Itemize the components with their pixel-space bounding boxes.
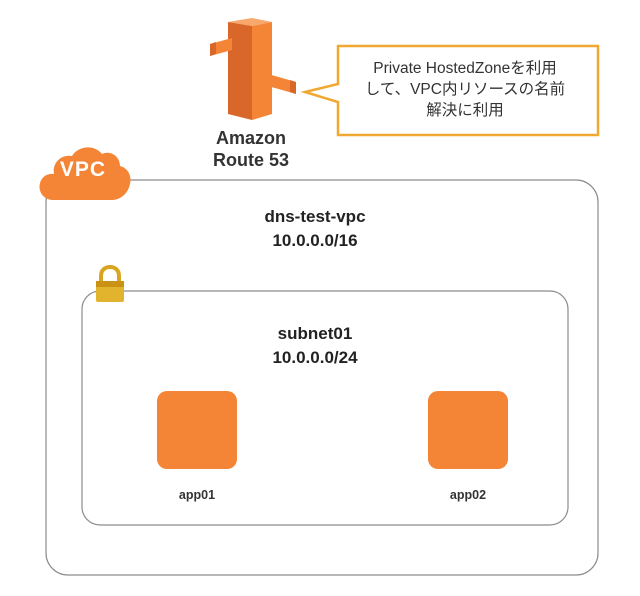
instance-app01-label: app01	[178, 488, 216, 502]
route53-label-line2: Route 53	[212, 150, 290, 170]
vpc-name: dns-test-vpc	[264, 207, 366, 226]
callout-line3: 解決に利用	[426, 102, 504, 119]
instance-app01-icon	[157, 391, 237, 469]
subnet-title: subnet01 10.0.0.0/24	[215, 322, 415, 370]
callout-text: Private HostedZoneを利用 して、VPC内リソースの名前 解決に…	[340, 58, 590, 121]
instance-app02-label: app02	[449, 488, 487, 502]
lock-icon	[96, 264, 124, 302]
subnet-name: subnet01	[277, 324, 353, 343]
vpc-badge-label: VPC	[59, 158, 107, 181]
callout-line1: Private HostedZoneを利用	[373, 60, 557, 77]
callout-line2: して、VPC内リソースの名前	[364, 81, 566, 98]
callout-box	[300, 44, 600, 137]
subnet-cidr: 10.0.0.0/24	[272, 348, 358, 367]
instance-app02-icon	[428, 391, 508, 469]
vpc-container	[45, 179, 599, 576]
vpc-cloud-icon	[39, 147, 131, 200]
route53-label: Amazon Route 53	[186, 127, 316, 171]
route53-icon	[210, 18, 296, 120]
route53-label-line1: Amazon	[215, 128, 286, 148]
vpc-title: dns-test-vpc 10.0.0.0/16	[210, 205, 420, 253]
subnet-container	[81, 290, 569, 526]
vpc-cidr: 10.0.0.0/16	[272, 231, 358, 250]
